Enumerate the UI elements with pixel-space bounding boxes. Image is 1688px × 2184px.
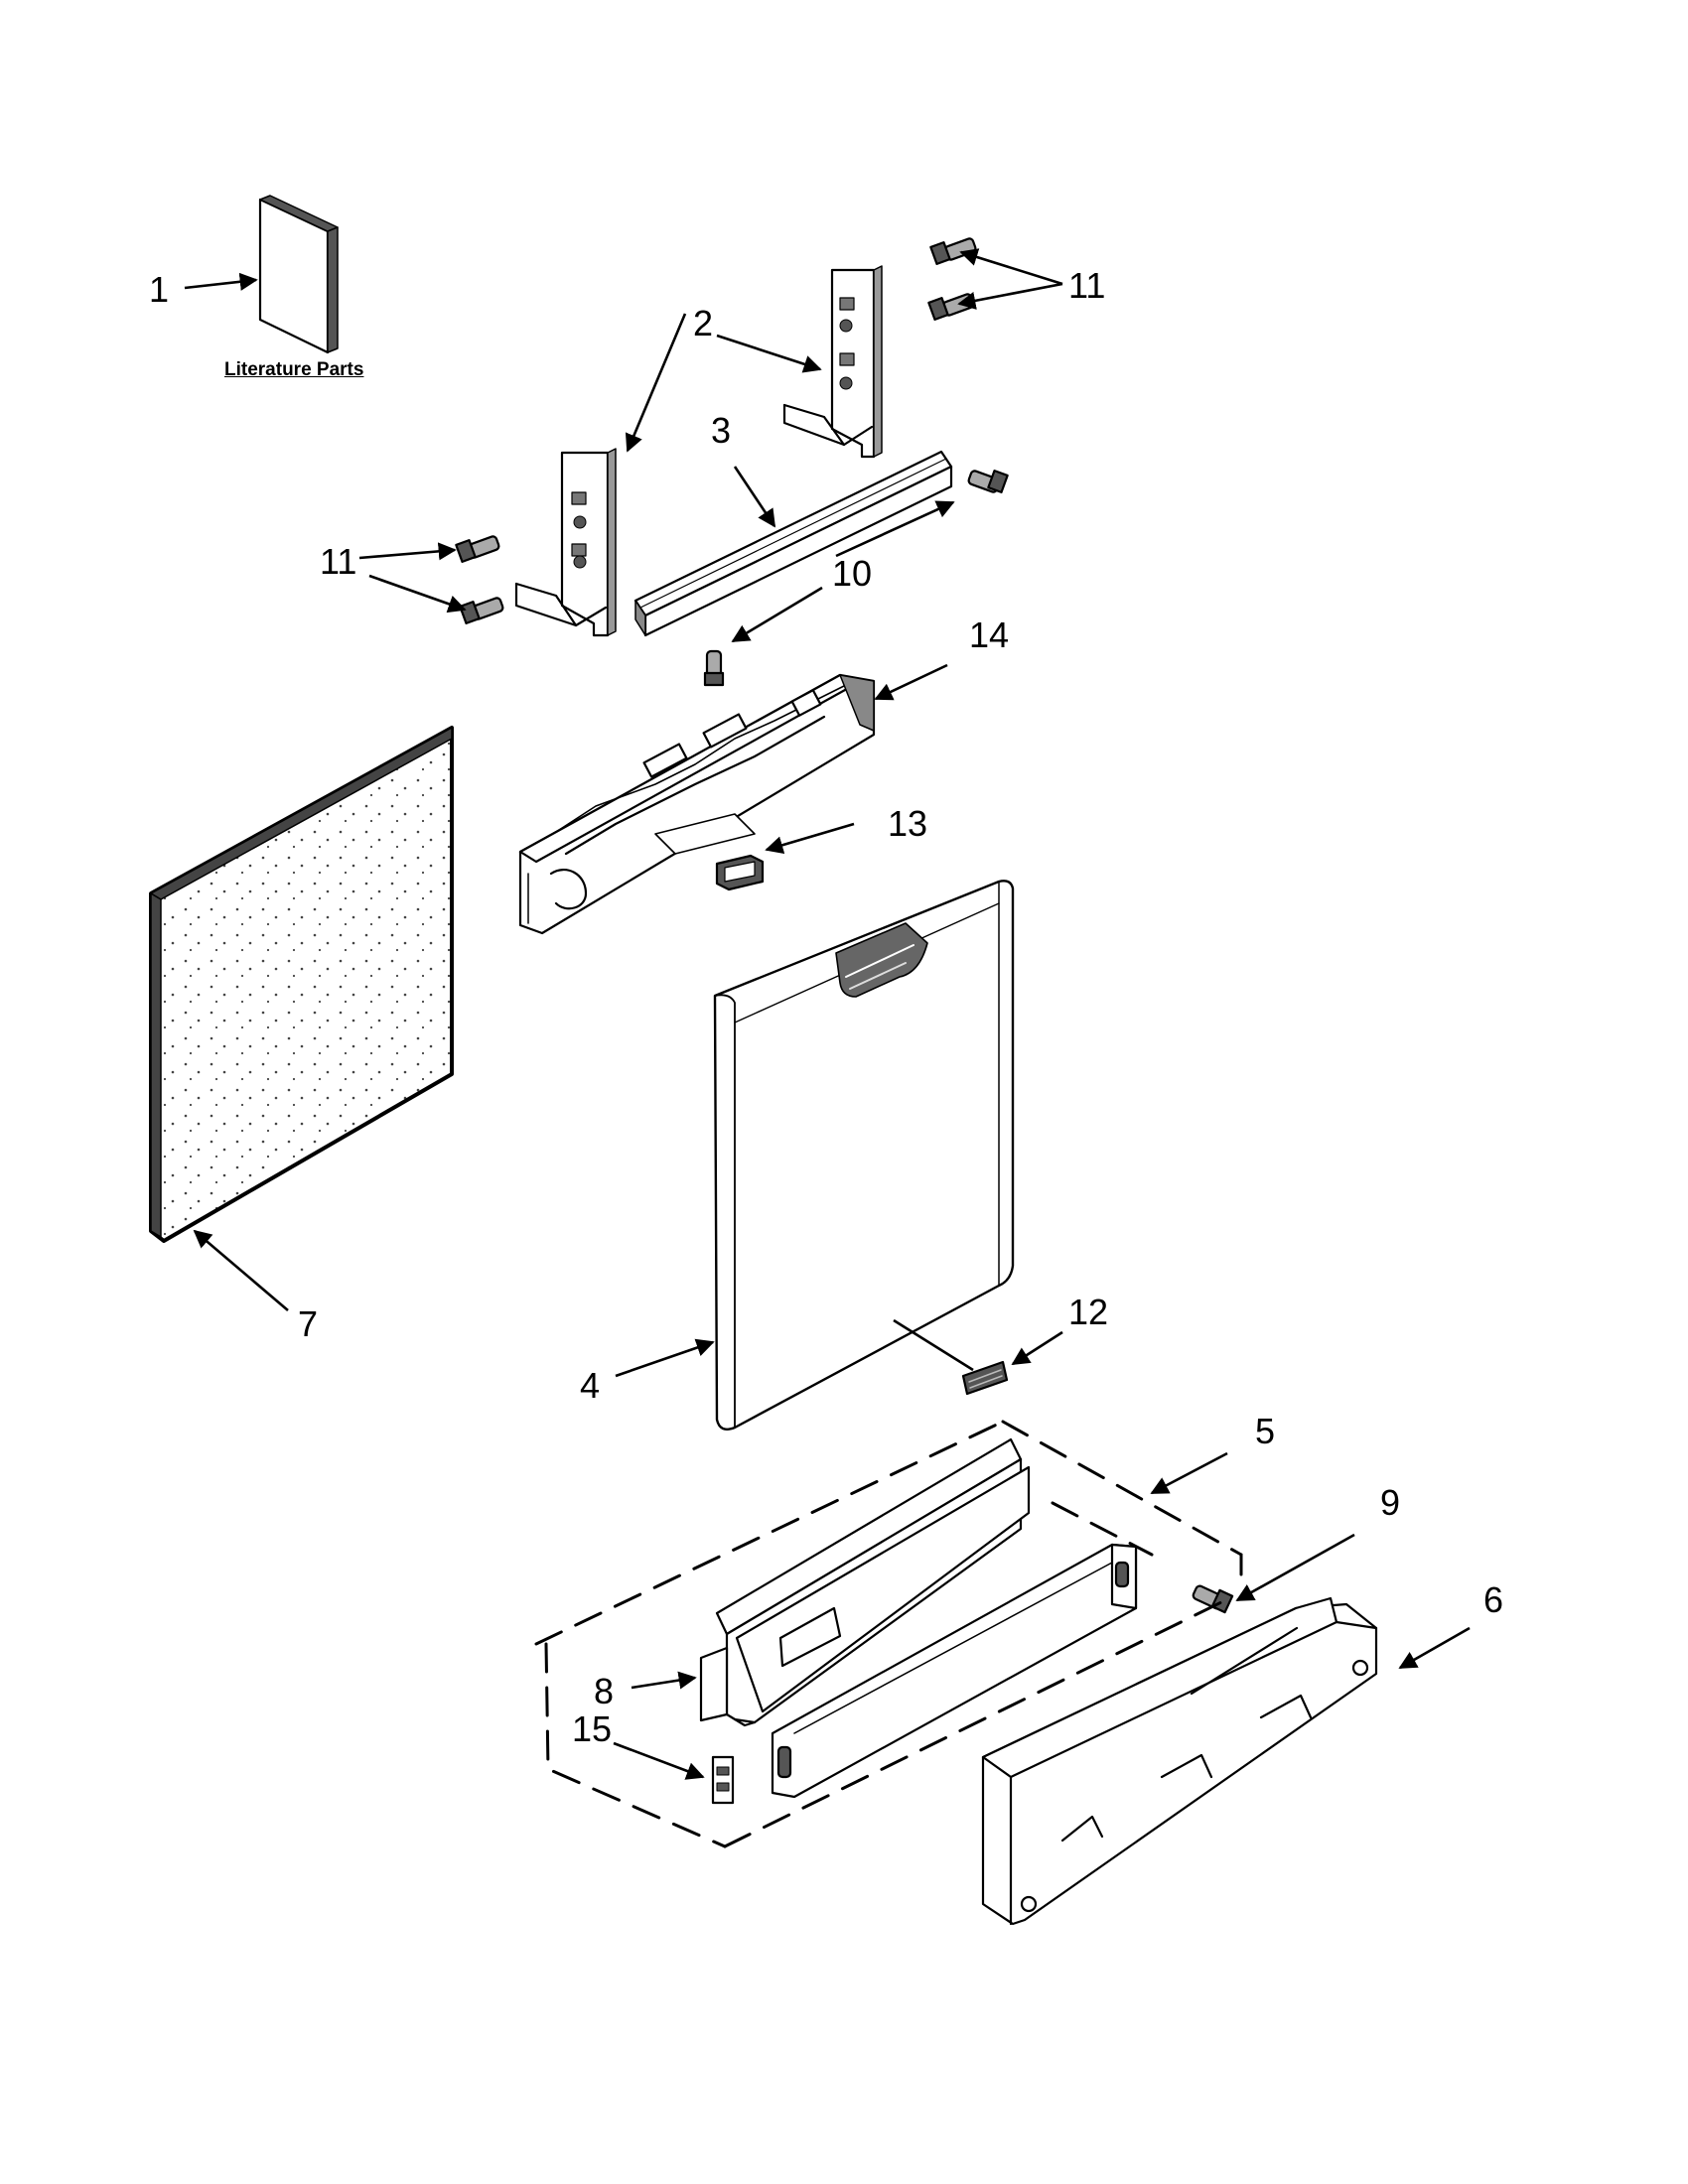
side-panel [149,726,454,1243]
leader-2b [716,334,822,373]
callout-3: 3 [711,410,732,451]
callout-2: 2 [693,303,714,343]
logo-badge [961,1360,1009,1396]
leader-7 [193,1229,289,1311]
screw-hinge-lower-1 [455,535,500,563]
latch-clip [715,854,765,891]
leader-13 [765,822,855,855]
top-channel-strip [633,450,953,637]
callout-15: 15 [572,1708,613,1749]
leader-11c [358,542,457,561]
callout-6: 6 [1483,1579,1504,1620]
leader-9 [1235,1533,1355,1602]
leader-5 [1150,1451,1228,1495]
screw-hinge-upper-1 [929,237,977,265]
leader-10a [835,500,955,558]
base-rail [771,1543,1138,1799]
callout-10: 10 [832,553,873,594]
assembly-outline [534,1420,1243,1848]
callout-12: 12 [1068,1292,1109,1332]
leader-1 [184,272,258,291]
screw-strip-right [967,470,1009,493]
callout-1: 1 [149,269,170,310]
callout-13: 13 [888,803,928,844]
leader-11a [959,248,1063,286]
leader-4 [615,1338,715,1378]
control-panel-console [518,673,876,935]
callout-4: 4 [580,1365,601,1406]
leader-12 [1011,1330,1063,1366]
hinge-bracket-right [782,265,883,459]
callout-11-left: 11 [320,541,357,582]
hinge-bracket-left [514,448,617,637]
clip-part [711,1755,735,1805]
door-panel [713,880,1015,1431]
toe-panel [699,1437,1031,1727]
screw-strip-left [703,649,725,687]
lower-panel [981,1596,1378,1926]
leader-10b [731,586,823,643]
callout-7: 7 [298,1303,319,1344]
leader-11d [368,574,467,614]
callout-11-top: 11 [1068,265,1106,306]
leader-12-stem [893,1318,974,1372]
leader-8 [631,1671,697,1690]
screw-hinge-lower-2 [459,597,504,624]
leader-11b [957,282,1063,310]
callout-14: 14 [969,614,1010,655]
leader-2a [625,313,687,453]
leader-6 [1398,1626,1471,1670]
callout-9: 9 [1380,1482,1401,1523]
leader-3 [733,466,776,528]
callout-8: 8 [594,1671,615,1711]
screw-hinge-upper-2 [927,293,975,321]
literature-booklet [258,195,339,354]
leader-15 [613,1741,705,1780]
screw-toe-panel [1192,1584,1234,1614]
literature-parts-label: Literature Parts [224,359,364,380]
leader-14 [874,663,948,701]
callout-5: 5 [1255,1411,1276,1451]
